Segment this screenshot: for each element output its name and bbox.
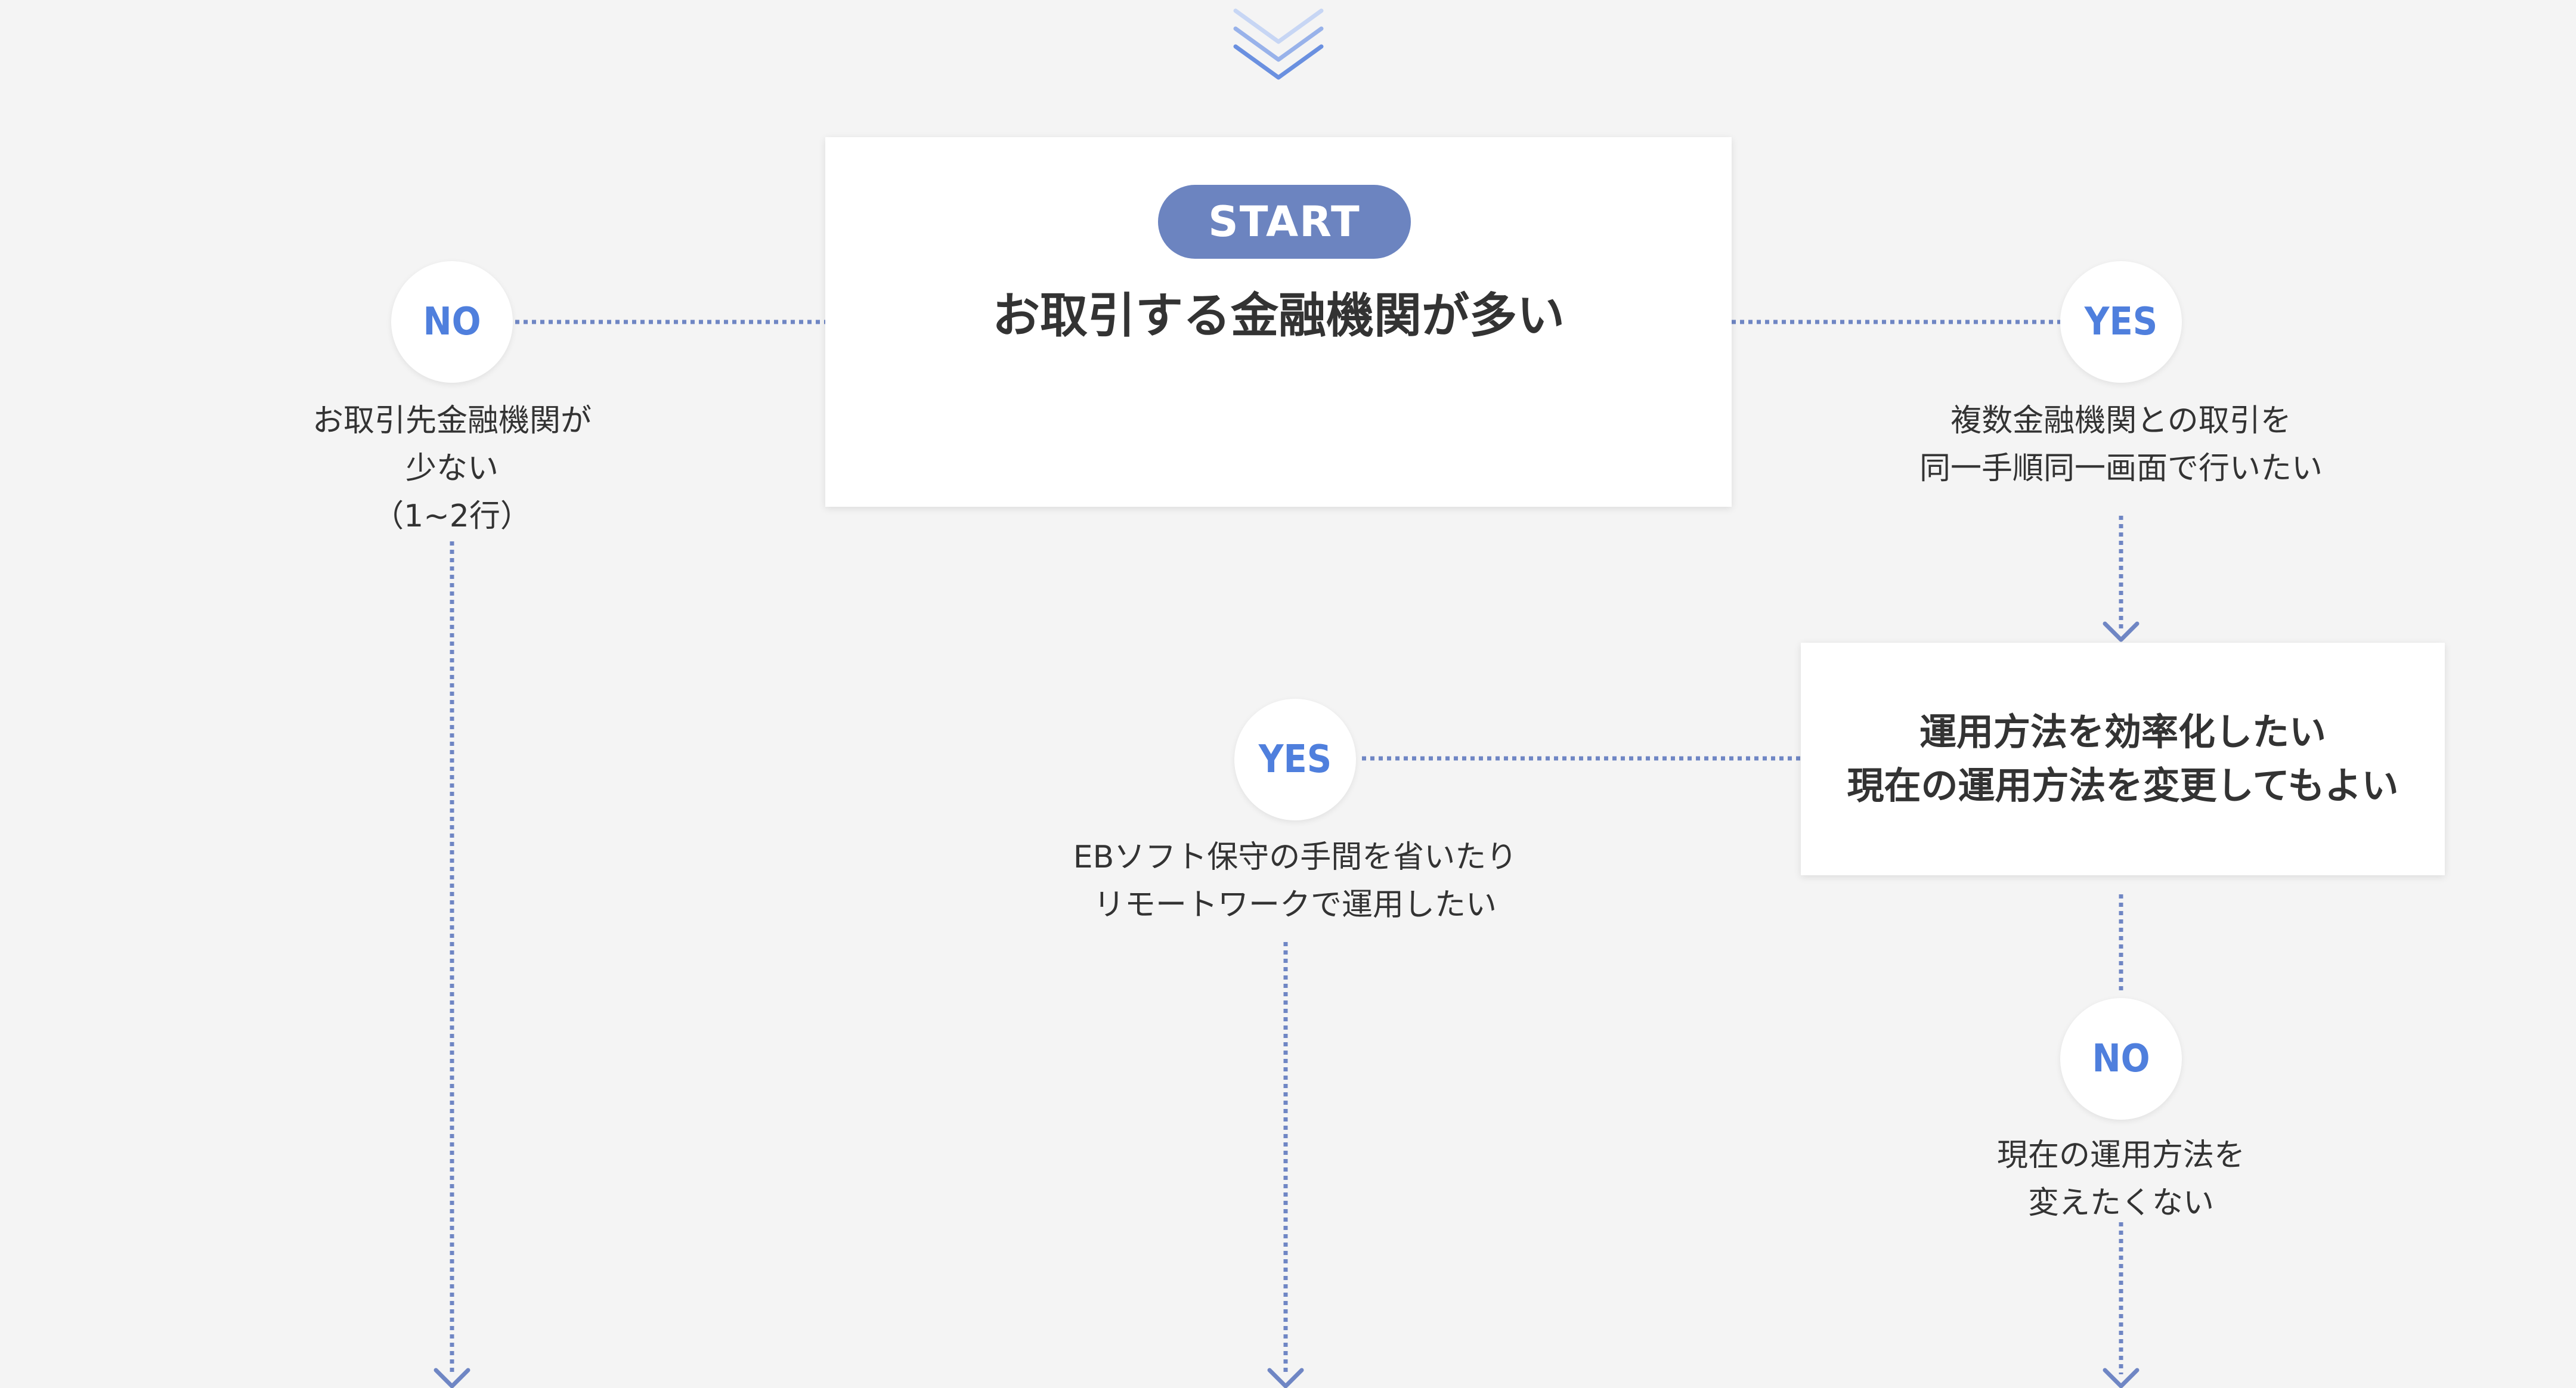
arrow-head-icon: [434, 1368, 470, 1388]
yes-badge-1: YES: [2060, 261, 2182, 383]
no-badge-2: NO: [2060, 998, 2182, 1120]
arrow-head-icon: [2103, 1368, 2140, 1388]
no-note-2: 現在の運用方法を 変えたくない: [1942, 1132, 2300, 1227]
no-note-1: お取引先金融機関が 少ない （1~2行）: [273, 397, 631, 540]
yes-note-2-line: EBソフト保守の手間を省いたり: [1073, 839, 1518, 875]
main-question: お取引する金融機関が多い: [992, 288, 1565, 343]
no-note-1-line: （1~2行）: [373, 498, 531, 534]
start-badge: START: [1158, 185, 1411, 259]
no-note-2-line: 変えたくない: [2027, 1185, 2214, 1221]
question-2-text: 運用方法を効率化したい 現在の運用方法を変更してもよい: [1801, 643, 2445, 875]
question-2-box: 運用方法を効率化したい 現在の運用方法を変更してもよい: [1801, 643, 2445, 875]
question-2-line: 運用方法を効率化したい: [1919, 710, 2326, 754]
no-note-1-line: お取引先金融機関が: [312, 403, 592, 439]
yes-note-1-line: 複数金融機関との取引を: [1950, 403, 2292, 439]
yes-badge-2: YES: [1234, 699, 1356, 820]
yes-note-2-line: リモートワークで運用したい: [1093, 887, 1497, 923]
no-note-1-line: 少ない: [405, 451, 499, 487]
scroll-down-chevron-icon: [1233, 8, 1324, 80]
start-question-box: START お取引する金融機関が多い: [825, 137, 1732, 507]
yes-note-1: 複数金融機関との取引を 同一手順同一画面で行いたい: [1883, 397, 2360, 492]
arrow-head-icon: [2103, 621, 2140, 642]
question-2-line: 現在の運用方法を変更してもよい: [1847, 764, 2399, 807]
yes-note-2: EBソフト保守の手間を省いたり リモートワークで運用したい: [997, 834, 1593, 929]
arrow-head-icon: [1267, 1368, 1304, 1388]
no-badge-1: NO: [391, 261, 513, 383]
no-note-2-line: 現在の運用方法を: [1996, 1138, 2245, 1173]
yes-note-1-line: 同一手順同一画面で行いたい: [1919, 451, 2323, 487]
